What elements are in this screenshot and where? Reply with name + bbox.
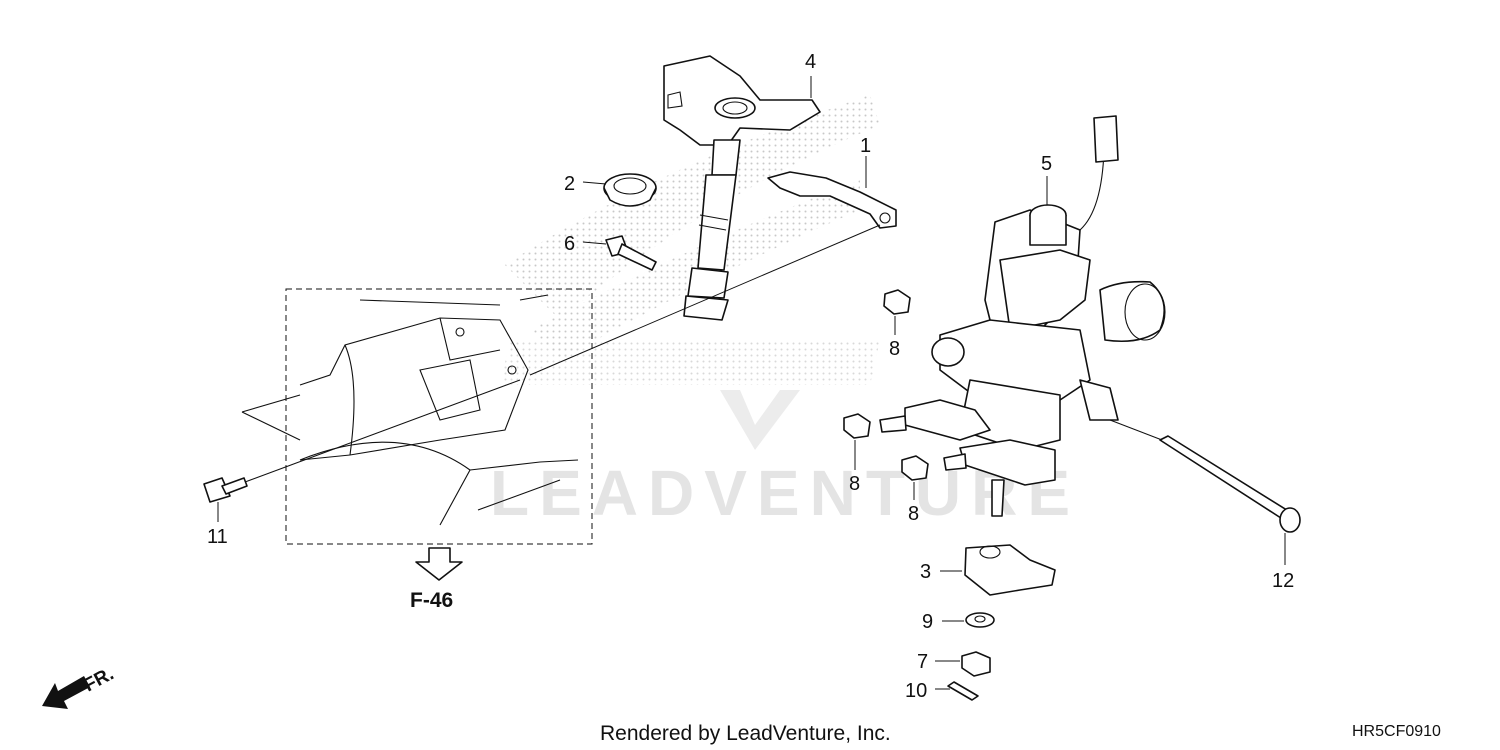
watermark-text: LEADVENTURE [490,457,1080,529]
cotter-pin-10 [947,681,979,701]
credit-text: Rendered by LeadVenture, Inc. [600,722,891,745]
callout-10: 10 [905,680,927,702]
callout-2: 2 [564,173,575,195]
callout-8a: 8 [889,338,900,360]
callout-6: 6 [564,233,575,255]
front-marker-label: FR. [80,664,117,697]
reference-arrow-icon [415,547,463,581]
flange-nut-8c [901,455,929,481]
bolt-11 [203,477,248,503]
power-steering-unit [879,115,1166,517]
long-bolt-12 [1159,435,1301,533]
callout-9: 9 [922,611,933,633]
callout-1: 1 [860,135,871,157]
steering-arm-3 [964,544,1056,596]
callout-4: 4 [805,51,816,73]
callout-7: 7 [917,651,928,673]
bolt-6 [605,235,657,271]
flange-nut-8a [883,289,911,315]
callout-8c: 8 [908,503,919,525]
callout-5: 5 [1041,153,1052,175]
reference-label: F-46 [410,589,453,612]
washer-9 [965,612,995,628]
callout-12: 12 [1272,570,1294,592]
frame-section [241,294,579,526]
frame-reference-box [285,288,593,545]
column-seal [603,173,657,207]
steering-column-assembly [663,55,821,321]
front-direction-arrow-icon [42,676,90,709]
diagram-code: HR5CF0910 [1352,723,1441,740]
callout-11: 11 [207,526,228,548]
callout-3: 3 [920,561,931,583]
flange-nut-8b [843,413,871,439]
honda-wing-watermark [500,95,880,450]
castle-nut-7 [961,651,991,677]
callout-8b: 8 [849,473,860,495]
column-clamp [767,171,897,229]
